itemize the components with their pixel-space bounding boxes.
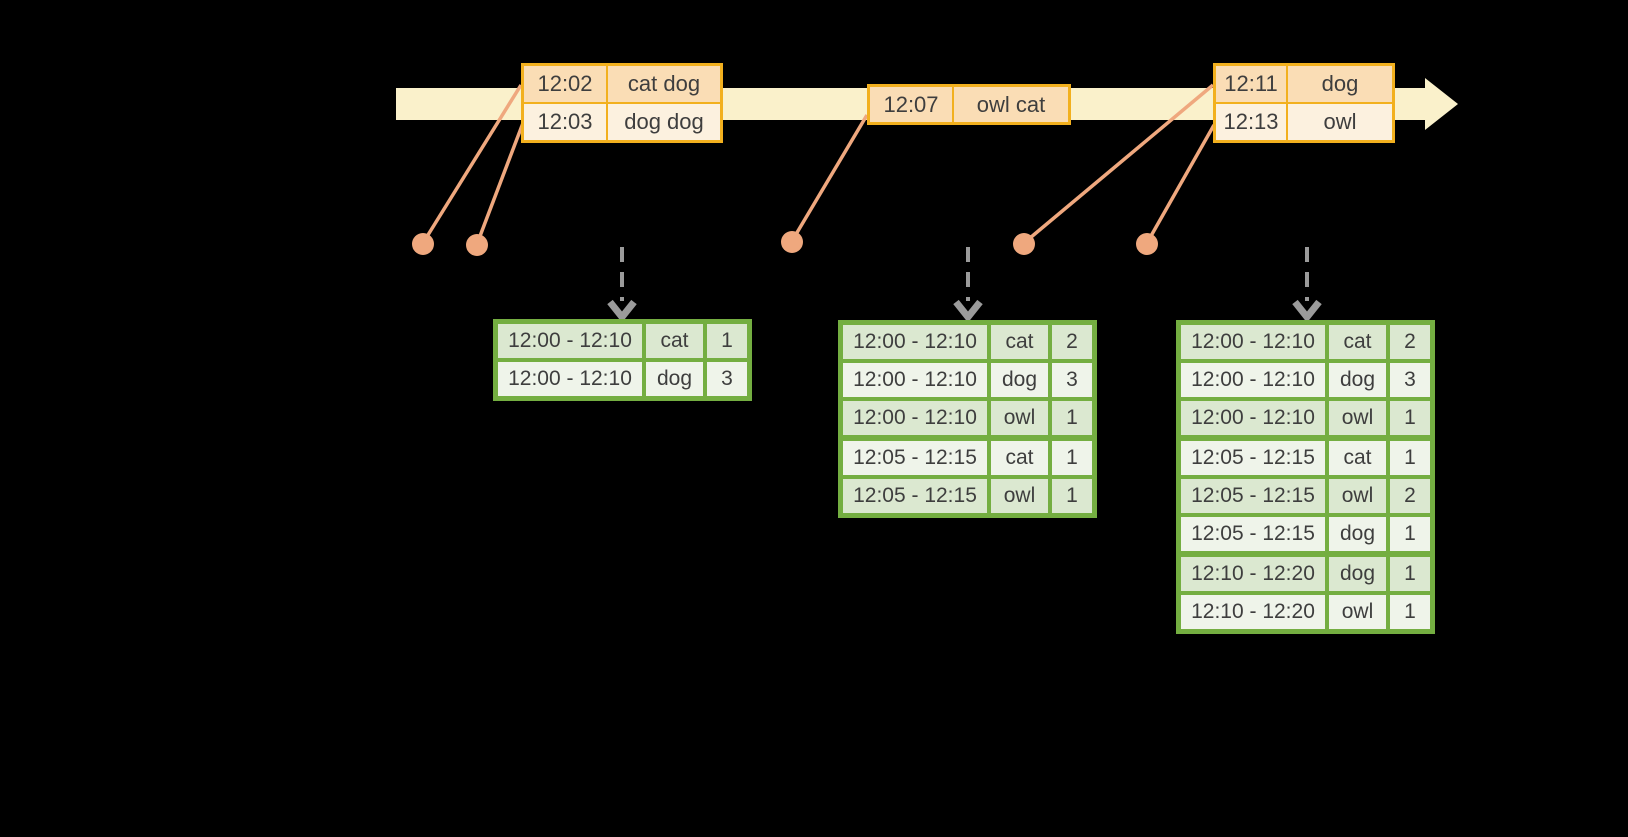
event-table-1: 12:02 cat dog 12:03 dog dog (521, 63, 723, 143)
trigger-arrowhead-icon (1292, 299, 1322, 323)
result-row: 12:05 - 12:15 dog 1 (1181, 517, 1430, 551)
event-words-cell: cat dog (608, 66, 720, 102)
window-cell: 12:05 - 12:15 (1181, 479, 1325, 513)
word-cell: owl (991, 401, 1048, 435)
result-row: 12:05 - 12:15 cat 1 (1181, 441, 1430, 475)
connector-line (475, 122, 525, 245)
word-cell: dog (991, 363, 1048, 397)
window-cell: 12:00 - 12:10 (1181, 401, 1325, 435)
window-cell: 12:00 - 12:10 (498, 324, 642, 358)
count-cell: 3 (1390, 363, 1430, 397)
event-time-cell: 12:11 (1216, 66, 1286, 102)
event-words-cell: dog dog (608, 104, 720, 140)
window-cell: 12:05 - 12:15 (843, 441, 987, 475)
event-words-cell: dog (1288, 66, 1392, 102)
connector-line (1022, 83, 1215, 245)
trigger-arrowhead-icon (607, 299, 637, 323)
count-cell: 3 (1052, 363, 1092, 397)
result-row: 12:10 - 12:20 dog 1 (1181, 557, 1430, 591)
word-cell: cat (991, 325, 1048, 359)
result-row: 12:00 - 12:10 dog 3 (843, 363, 1092, 397)
count-cell: 1 (1052, 401, 1092, 435)
event-dot (1136, 233, 1158, 255)
event-dot (466, 234, 488, 256)
event-row: 12:03 dog dog (524, 104, 720, 140)
connector-line (421, 84, 523, 244)
count-cell: 1 (1052, 441, 1092, 475)
window-cell: 12:10 - 12:20 (1181, 557, 1325, 591)
event-row: 12:07 owl cat (870, 87, 1068, 122)
word-cell: dog (1329, 557, 1386, 591)
event-time-cell: 12:03 (524, 104, 606, 140)
result-row: 12:05 - 12:15 cat 1 (843, 441, 1092, 475)
result-row: 12:00 - 12:10 cat 1 (498, 324, 747, 358)
event-time-cell: 12:07 (870, 87, 952, 122)
word-cell: cat (1329, 441, 1386, 475)
count-cell: 1 (1052, 479, 1092, 513)
result-row: 12:10 - 12:20 owl 1 (1181, 595, 1430, 629)
event-dot (1013, 233, 1035, 255)
window-cell: 12:00 - 12:10 (843, 363, 987, 397)
event-row: 12:02 cat dog (524, 66, 720, 102)
count-cell: 1 (1390, 557, 1430, 591)
word-cell: cat (991, 441, 1048, 475)
window-cell: 12:05 - 12:15 (843, 479, 987, 513)
event-row: 12:11 dog (1216, 66, 1392, 102)
window-cell: 12:00 - 12:10 (1181, 325, 1325, 359)
word-cell: cat (646, 324, 703, 358)
word-cell: dog (646, 362, 703, 396)
word-cell: owl (1329, 595, 1386, 629)
window-cell: 12:10 - 12:20 (1181, 595, 1325, 629)
event-words-cell: owl (1288, 104, 1392, 140)
result-row: 12:00 - 12:10 owl 1 (1181, 401, 1430, 435)
result-row: 12:05 - 12:15 owl 2 (1181, 479, 1430, 513)
result-table-3: 12:00 - 12:10 cat 2 12:00 - 12:10 dog 3 … (1176, 320, 1435, 634)
result-row: 12:00 - 12:10 dog 3 (1181, 363, 1430, 397)
result-table-2: 12:00 - 12:10 cat 2 12:00 - 12:10 dog 3 … (838, 320, 1097, 518)
result-row: 12:00 - 12:10 cat 2 (843, 325, 1092, 359)
count-cell: 2 (1052, 325, 1092, 359)
event-row: 12:13 owl (1216, 104, 1392, 140)
result-row: 12:00 - 12:10 cat 2 (1181, 325, 1430, 359)
count-cell: 1 (707, 324, 747, 358)
count-cell: 1 (1390, 517, 1430, 551)
event-table-3: 12:11 dog 12:13 owl (1213, 63, 1395, 143)
trigger-arrowhead-icon (953, 299, 983, 323)
window-cell: 12:00 - 12:10 (498, 362, 642, 396)
count-cell: 1 (1390, 595, 1430, 629)
connector-line (790, 114, 869, 242)
window-cell: 12:00 - 12:10 (1181, 363, 1325, 397)
word-cell: owl (1329, 401, 1386, 435)
event-words-cell: owl cat (954, 87, 1068, 122)
word-cell: owl (991, 479, 1048, 513)
event-time-cell: 12:13 (1216, 104, 1286, 140)
word-cell: dog (1329, 517, 1386, 551)
result-row: 12:05 - 12:15 owl 1 (843, 479, 1092, 513)
count-cell: 2 (1390, 479, 1430, 513)
event-dot (781, 231, 803, 253)
event-table-2: 12:07 owl cat (867, 84, 1071, 125)
result-table-1: 12:00 - 12:10 cat 1 12:00 - 12:10 dog 3 (493, 319, 752, 401)
word-cell: dog (1329, 363, 1386, 397)
count-cell: 3 (707, 362, 747, 396)
word-cell: cat (1329, 325, 1386, 359)
window-cell: 12:00 - 12:10 (843, 401, 987, 435)
count-cell: 2 (1390, 325, 1430, 359)
window-cell: 12:05 - 12:15 (1181, 517, 1325, 551)
connector-line (1145, 124, 1216, 244)
count-cell: 1 (1390, 441, 1430, 475)
word-cell: owl (1329, 479, 1386, 513)
window-cell: 12:05 - 12:15 (1181, 441, 1325, 475)
event-time-cell: 12:02 (524, 66, 606, 102)
window-cell: 12:00 - 12:10 (843, 325, 987, 359)
count-cell: 1 (1390, 401, 1430, 435)
event-dot (412, 233, 434, 255)
result-row: 12:00 - 12:10 owl 1 (843, 401, 1092, 435)
result-row: 12:00 - 12:10 dog 3 (498, 362, 747, 396)
